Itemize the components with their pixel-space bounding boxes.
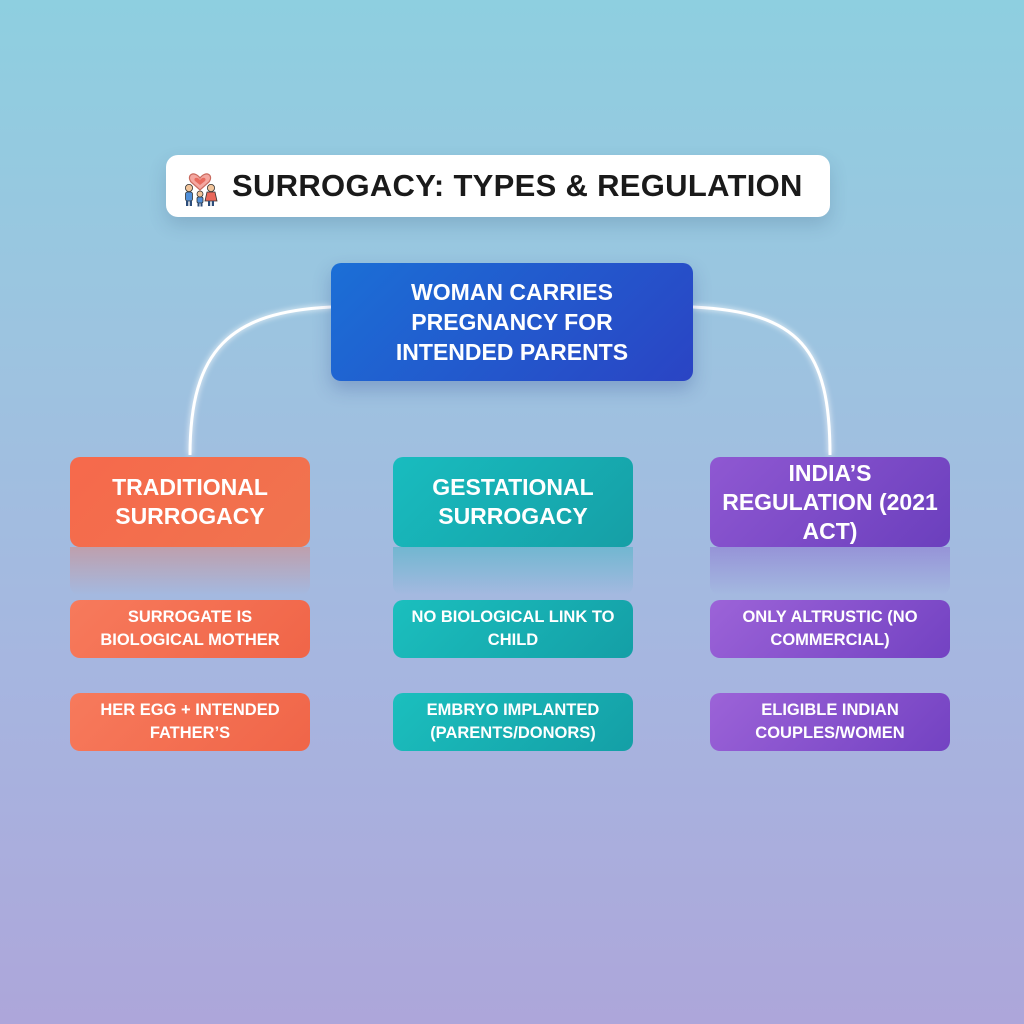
connector-left <box>188 305 332 456</box>
traditional-item-2: HER EGG + INTENDED FATHER’S <box>70 693 310 751</box>
india-regulation-item-2: ELIGIBLE INDIAN COUPLES/WOMEN <box>710 693 950 751</box>
traditional-item-1: SURROGATE IS BIOLOGICAL MOTHER <box>70 600 310 658</box>
root-node: WOMAN CARRIES PREGNANCY FOR INTENDED PAR… <box>331 263 693 381</box>
family-heart-icon <box>174 163 226 209</box>
india-regulation-item-1: ONLY ALTRUSTIC (NO COMMERCIAL) <box>710 600 950 658</box>
gestational-item-2: EMBRYO IMPLANTED (PARENTS/DONORS) <box>393 693 633 751</box>
india-regulation-heading: INDIA’S REGULATION (2021 ACT) <box>710 457 950 547</box>
gestational-surrogacy-heading: GESTATIONAL SURROGACY <box>393 457 633 547</box>
title-card: SURROGACY: TYPES & REGULATION <box>166 155 830 217</box>
connector-right <box>692 305 832 456</box>
gestational-reflection <box>393 547 633 595</box>
page-title: SURROGACY: TYPES & REGULATION <box>232 168 803 203</box>
gestational-item-1: NO BIOLOGICAL LINK TO CHILD <box>393 600 633 658</box>
traditional-surrogacy-heading: TRADITIONAL SURROGACY <box>70 457 310 547</box>
traditional-reflection <box>70 547 310 595</box>
india-regulation-reflection <box>710 547 950 595</box>
